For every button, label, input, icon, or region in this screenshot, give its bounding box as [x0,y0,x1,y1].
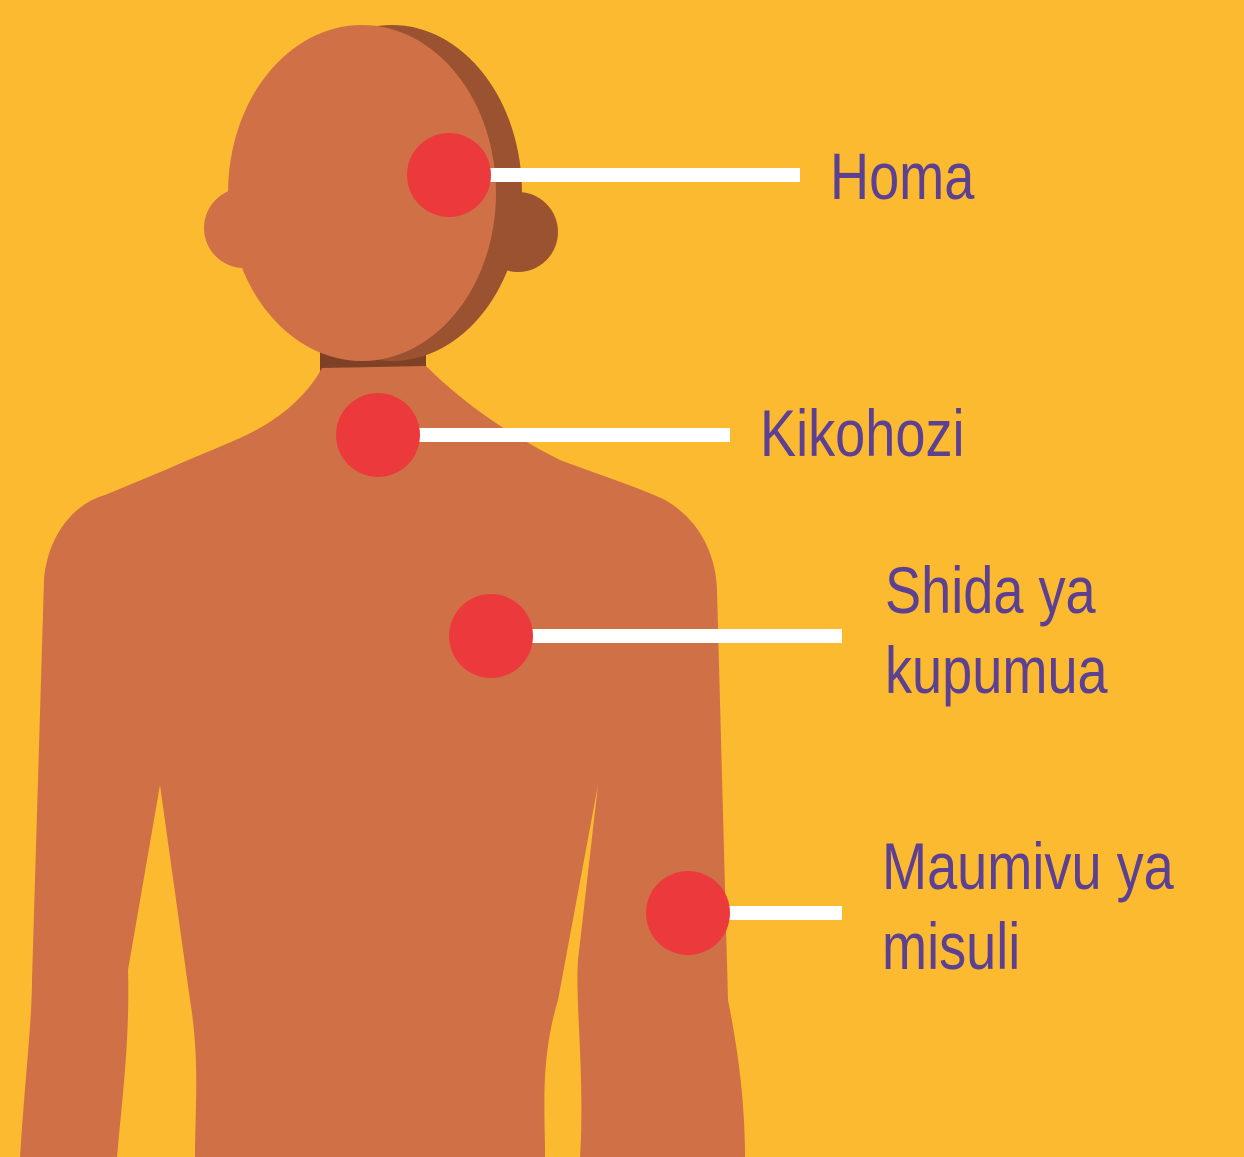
fever-marker [407,133,491,217]
fever-label: Homa [830,136,974,216]
breathing-leader-line [491,629,842,643]
cough-marker [336,393,420,477]
cough-label: Kikohozi [760,393,965,473]
fever-label-line: Homa [830,136,974,216]
muscle-pain-marker [646,871,730,955]
fever-leader-line [449,168,800,182]
breathing-label-line: Shida ya [885,550,1108,630]
muscle-pain-label-line: Maumivu ya [882,826,1174,906]
cough-label-line: Kikohozi [760,393,965,473]
human-silhouette-icon [20,25,745,1157]
cough-leader-line [378,428,730,442]
breathing-label-line: kupumua [885,630,1108,710]
muscle-pain-label-line: misuli [882,906,1174,986]
torso [20,366,745,1157]
breathing-marker [449,594,533,678]
